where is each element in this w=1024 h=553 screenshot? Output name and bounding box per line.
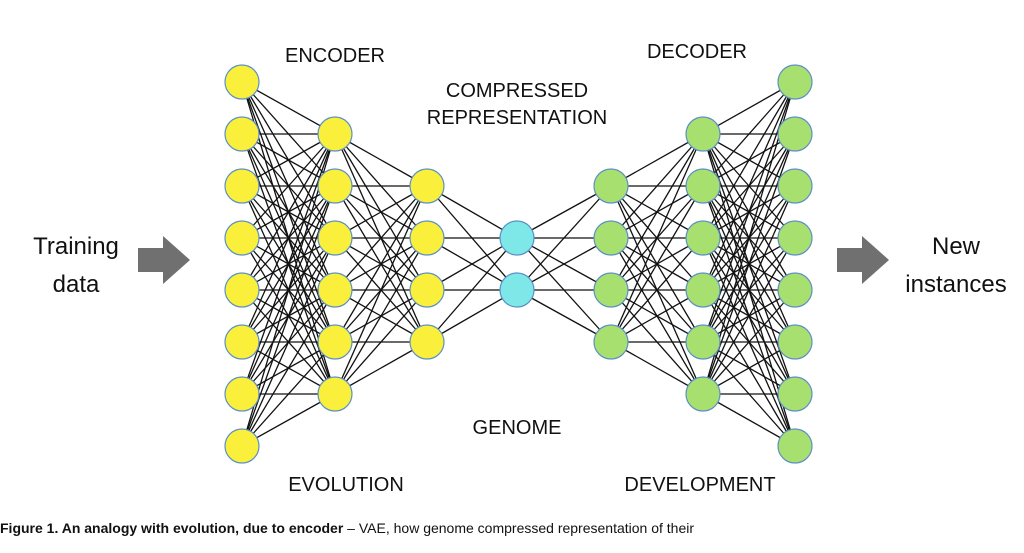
decoder-output-node: [777, 220, 813, 256]
connection-line: [241, 341, 336, 447]
encoder-input-node: [224, 376, 260, 412]
encoder-input-node: [224, 64, 260, 100]
connection-line: [334, 185, 428, 343]
decoder-output-node: [777, 272, 813, 308]
connection-line: [334, 237, 428, 395]
connection-line: [334, 289, 428, 395]
decoder-hidden-2-node: [685, 376, 721, 412]
input-label-line1: Training: [33, 233, 119, 260]
connection-line: [516, 185, 612, 239]
decoder-hidden-2-node: [685, 324, 721, 360]
connection-line: [241, 133, 336, 291]
encoder-input-node: [224, 116, 260, 152]
decoder-output-node: [777, 324, 813, 360]
connection-line: [334, 341, 428, 395]
connection-line: [610, 237, 704, 343]
encoder-hidden-1-node: [317, 376, 353, 412]
latent-node: [499, 272, 535, 308]
encoder-hidden-1-node: [317, 272, 353, 308]
compressed-label-line1: COMPRESSED: [446, 80, 588, 102]
connection-line: [702, 81, 796, 187]
decoder-hidden-1-node: [593, 168, 629, 204]
connection-line: [610, 133, 704, 343]
encoder-hidden-1-node: [317, 116, 353, 152]
neural-network-diagram: ENCODER DECODER COMPRESSED REPRESENTATIO…: [33, 41, 1007, 496]
decoder-output-node: [777, 168, 813, 204]
encoder-hidden-1-node: [317, 220, 353, 256]
connection-line: [702, 81, 796, 239]
connection-line: [702, 81, 796, 291]
encoder-input-node: [224, 272, 260, 308]
connection-line: [702, 341, 796, 395]
decoder-output-node: [777, 376, 813, 412]
decoder-hidden-1-node: [593, 272, 629, 308]
connection-line: [241, 133, 336, 187]
output-label-line2: instances: [905, 271, 1006, 298]
decoder-hidden-2-node: [685, 220, 721, 256]
encoder-input-node: [224, 428, 260, 464]
connection-line: [426, 237, 518, 343]
connection-line: [241, 289, 336, 447]
caption-text: – VAE, how genome compressed representat…: [343, 520, 695, 536]
connection-line: [702, 81, 796, 343]
connection-line: [334, 185, 428, 239]
output-arrow-icon: [837, 236, 889, 284]
figure-caption: Figure 1. An analogy with evolution, due…: [0, 520, 1024, 536]
network-nodes: [224, 64, 813, 464]
connection-line: [334, 185, 428, 291]
encoder-input-node: [224, 220, 260, 256]
connection-line: [241, 133, 336, 239]
connection-line: [610, 185, 704, 343]
connection-line: [610, 133, 704, 291]
connection-line: [516, 185, 612, 291]
encoder-hidden-1-node: [317, 168, 353, 204]
connection-line: [702, 237, 796, 395]
development-label: DEVELOPMENT: [624, 474, 775, 496]
encoder-hidden-2-node: [409, 220, 445, 256]
connection-line: [516, 237, 612, 291]
encoder-input-node: [224, 168, 260, 204]
connection-line: [241, 393, 336, 447]
input-arrow-icon: [138, 236, 190, 284]
connection-line: [334, 185, 428, 395]
decoder-hidden-1-node: [593, 324, 629, 360]
evolution-label: EVOLUTION: [288, 474, 404, 496]
connection-line: [610, 133, 704, 187]
connection-line: [702, 393, 796, 447]
connection-line: [702, 289, 796, 395]
genome-label: GENOME: [473, 417, 562, 439]
encoder-hidden-2-node: [409, 324, 445, 360]
encoder-hidden-2-node: [409, 272, 445, 308]
decoder-output-node: [777, 428, 813, 464]
decoder-output-node: [777, 64, 813, 100]
decoder-label: DECODER: [647, 41, 747, 63]
decoder-hidden-2-node: [685, 272, 721, 308]
decoder-hidden-1-node: [593, 220, 629, 256]
latent-node: [499, 220, 535, 256]
encoder-hidden-1-node: [317, 324, 353, 360]
decoder-hidden-2-node: [685, 116, 721, 152]
connection-line: [241, 185, 336, 447]
connection-line: [702, 133, 796, 395]
encoder-hidden-2-node: [409, 168, 445, 204]
decoder-output-node: [777, 116, 813, 152]
encoder-input-node: [224, 324, 260, 360]
connection-line: [516, 289, 612, 343]
connection-line: [241, 133, 336, 343]
input-label-line2: data: [53, 271, 100, 298]
caption-bold: Figure 1. An analogy with evolution, due…: [0, 520, 344, 536]
connection-line: [610, 133, 704, 239]
connection-line: [334, 133, 428, 187]
connection-line: [702, 81, 796, 135]
connection-line: [610, 341, 704, 395]
connection-line: [610, 289, 704, 343]
encoder-label: ENCODER: [285, 45, 385, 67]
connection-line: [241, 81, 336, 135]
decoder-hidden-2-node: [685, 168, 721, 204]
connection-line: [702, 185, 796, 395]
compressed-label-line2: REPRESENTATION: [427, 107, 607, 129]
connection-line: [241, 237, 336, 447]
connection-line: [241, 133, 336, 395]
output-label-line1: New: [932, 233, 981, 260]
